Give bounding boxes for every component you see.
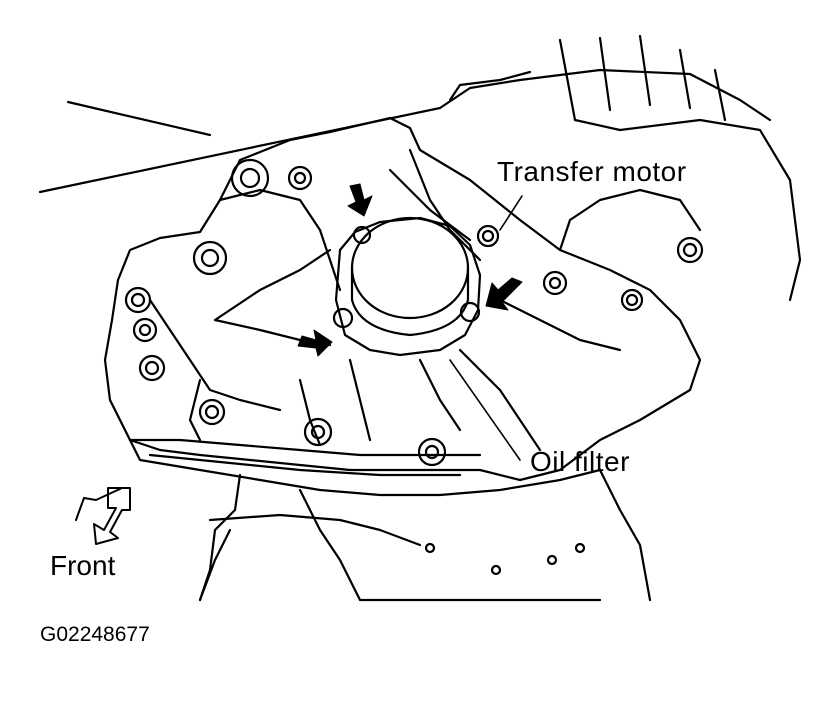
front-label: Front [50, 550, 116, 581]
bolt-bosses [124, 158, 704, 576]
figure-code: G02248677 [40, 623, 150, 646]
solid-pointer-arrow-icon [297, 183, 523, 357]
leader-lines [449, 195, 523, 461]
oil-filter-cover [332, 216, 482, 357]
oil-filter-label: Oil filter [530, 446, 630, 477]
transfer-case-housing [103, 116, 702, 602]
front-direction-arrow-icon [75, 487, 131, 545]
valve-body [198, 513, 422, 602]
transfer-motor-label: Transfer motor [497, 156, 687, 187]
